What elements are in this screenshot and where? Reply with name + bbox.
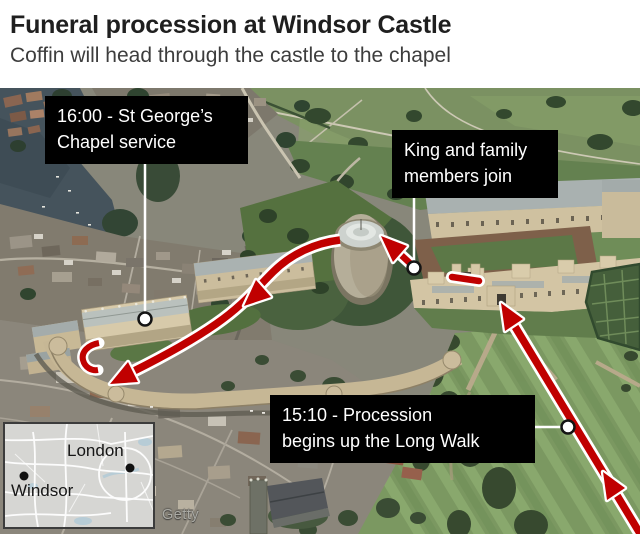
route-marker-dot-procession — [560, 419, 576, 435]
callout-procession-start: 15:10 - Procession begins up the Long Wa… — [270, 395, 535, 463]
callout-king-joins: King and family members join — [392, 130, 558, 198]
inset-map-label-london: London — [67, 441, 124, 460]
inset-map-dot-london — [125, 463, 135, 473]
page-subtitle: Coffin will head through the castle to t… — [10, 44, 451, 67]
route-marker-dot-chapel — [137, 311, 153, 327]
inset-map-label-windsor: Windsor — [11, 481, 74, 500]
header: Funeral procession at Windsor Castle Cof… — [0, 0, 640, 88]
callout-chapel-service: 16:00 - St George’s Chapel service — [45, 96, 248, 164]
st-georges-chapel — [81, 294, 193, 352]
inset-map-roads — [4, 423, 154, 528]
inset-map: London Windsor — [3, 422, 155, 529]
callout-connectors — [137, 162, 576, 435]
east-garden — [414, 262, 640, 352]
aerial-photo: 16:00 - St George’s Chapel service King … — [0, 88, 640, 534]
page-title: Funeral procession at Windsor Castle — [10, 11, 452, 39]
procession-route — [77, 233, 640, 534]
route-marker-dot-king — [406, 260, 422, 276]
parish-church — [249, 477, 330, 534]
inset-map-dot-windsor — [19, 471, 29, 481]
photo-credit: Getty — [162, 507, 200, 523]
round-tower — [331, 214, 393, 305]
route-arrowhead — [110, 236, 625, 500]
